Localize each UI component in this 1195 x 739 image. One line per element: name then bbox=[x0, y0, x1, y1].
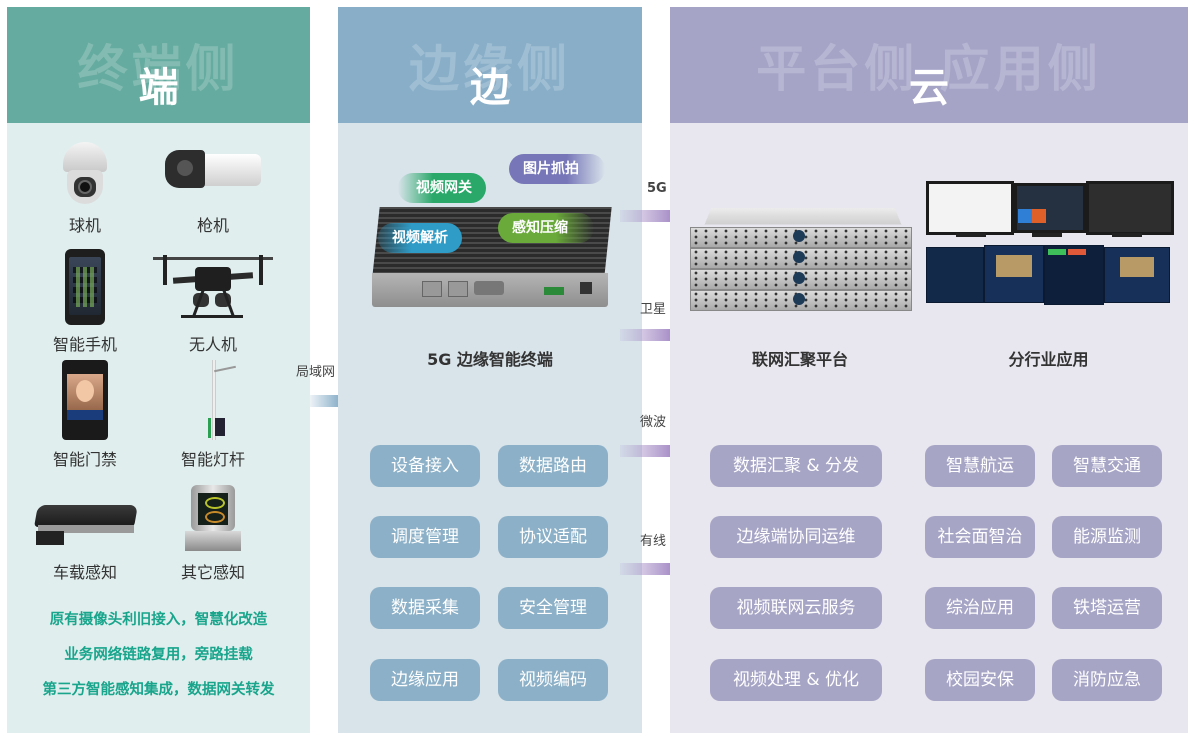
edge-function-chip: 调度管理 bbox=[370, 516, 480, 558]
device-label: 球机 bbox=[68, 216, 101, 235]
feature-line: 原有摄像头利旧接入，智慧化改造 bbox=[49, 612, 268, 628]
device-label: 其它感知 bbox=[180, 563, 245, 582]
terminal-header: 终端侧 端 bbox=[7, 7, 310, 123]
link-label-satellite: 卫星 bbox=[640, 302, 667, 317]
edge-terminal-device-image bbox=[368, 207, 613, 307]
device-smart-lamp-pole: 智能灯杆 bbox=[143, 360, 283, 470]
device-label: 智能手机 bbox=[52, 335, 117, 354]
vehicle-sensor-icon bbox=[30, 485, 140, 553]
device-label: 枪机 bbox=[196, 216, 229, 235]
server-rack-icon bbox=[690, 205, 912, 311]
cloud-header: 平台侧 应用侧 云 bbox=[670, 7, 1188, 123]
edge-device-caption: 5G 边缘智能终端 bbox=[427, 350, 553, 369]
access-control-icon bbox=[60, 360, 110, 440]
tag-video-gateway: 视频网关 bbox=[398, 173, 486, 203]
platform-caption: 联网汇聚平台 bbox=[751, 350, 848, 369]
industry-app-chip: 校园安保 bbox=[925, 659, 1035, 701]
device-other-sensor: 其它感知 bbox=[143, 485, 283, 583]
edge-function-chip: 协议适配 bbox=[498, 516, 608, 558]
device-dome-camera: 球机 bbox=[15, 140, 155, 236]
link-label-lan: 局域网 bbox=[296, 365, 336, 380]
apps-caption: 分行业应用 bbox=[1008, 350, 1089, 369]
edge-watermark: 边缘侧 bbox=[409, 40, 571, 98]
link-label-5g: 5G bbox=[647, 181, 667, 196]
device-smartphone: 智能手机 bbox=[15, 249, 155, 355]
smart-lamp-pole-icon bbox=[188, 360, 238, 440]
device-bullet-camera: 枪机 bbox=[143, 140, 283, 236]
device-access-control: 智能门禁 bbox=[15, 360, 155, 470]
feature-line: 业务网络链路复用，旁路挂载 bbox=[64, 647, 253, 663]
edge-function-chip: 数据采集 bbox=[370, 587, 480, 629]
edge-function-chip: 设备接入 bbox=[370, 445, 480, 487]
platform-function-chip: 视频联网云服务 bbox=[710, 587, 882, 629]
industry-app-chip: 消防应急 bbox=[1052, 659, 1162, 701]
device-label: 智能门禁 bbox=[52, 450, 117, 469]
cloud-column: 平台侧 应用侧 云 联网汇聚平台 分行业应用 数据汇聚 & 分发 边缘端协同运维 bbox=[670, 7, 1188, 733]
tag-video-analysis: 视频解析 bbox=[378, 223, 462, 253]
tag-image-capture: 图片抓拍 bbox=[509, 154, 605, 184]
device-label: 车载感知 bbox=[52, 563, 117, 582]
edge-function-chip: 视频编码 bbox=[498, 659, 608, 701]
other-sensor-icon bbox=[183, 485, 243, 553]
bullet-camera-icon bbox=[163, 140, 263, 206]
edge-column: 边缘侧 边 视频网关 图片抓拍 视频解析 感知压缩 5G 边缘智能终端 设备接入… bbox=[338, 7, 642, 733]
platform-function-chip: 视频处理 & 优化 bbox=[710, 659, 882, 701]
drone-icon bbox=[153, 249, 273, 325]
smartphone-icon bbox=[63, 249, 107, 325]
platform-function-chip: 数据汇聚 & 分发 bbox=[710, 445, 882, 487]
industry-app-chip: 能源监测 bbox=[1052, 516, 1162, 558]
device-label: 无人机 bbox=[188, 335, 237, 354]
device-label: 智能灯杆 bbox=[180, 450, 245, 469]
device-vehicle-sensor: 车载感知 bbox=[15, 485, 155, 583]
edge-function-chip: 安全管理 bbox=[498, 587, 608, 629]
industry-dashboards-image bbox=[926, 181, 1174, 311]
industry-app-chip: 综治应用 bbox=[925, 587, 1035, 629]
edge-function-chip: 数据路由 bbox=[498, 445, 608, 487]
platform-function-chip: 边缘端协同运维 bbox=[710, 516, 882, 558]
industry-app-chip: 铁塔运营 bbox=[1052, 587, 1162, 629]
link-label-microwave: 微波 bbox=[640, 415, 667, 430]
tag-sensing-compression: 感知压缩 bbox=[498, 213, 594, 243]
edge-title: 边 bbox=[470, 65, 510, 111]
terminal-column: 终端侧 端 球机 枪机 智能手机 bbox=[7, 7, 310, 733]
industry-app-chip: 智慧航运 bbox=[925, 445, 1035, 487]
edge-function-chip: 边缘应用 bbox=[370, 659, 480, 701]
industry-app-chip: 智慧交通 bbox=[1052, 445, 1162, 487]
dome-camera-icon bbox=[57, 140, 113, 206]
feature-line: 第三方智能感知集成，数据网关转发 bbox=[42, 682, 275, 698]
cloud-watermark: 平台侧 应用侧 bbox=[756, 40, 1102, 98]
device-drone: 无人机 bbox=[143, 249, 283, 355]
terminal-title: 端 bbox=[138, 65, 179, 111]
edge-header: 边缘侧 边 bbox=[338, 7, 642, 123]
link-label-wired: 有线 bbox=[640, 534, 667, 549]
cloud-title: 云 bbox=[909, 65, 949, 111]
terminal-watermark: 终端侧 bbox=[77, 40, 240, 98]
industry-app-chip: 社会面智治 bbox=[925, 516, 1035, 558]
